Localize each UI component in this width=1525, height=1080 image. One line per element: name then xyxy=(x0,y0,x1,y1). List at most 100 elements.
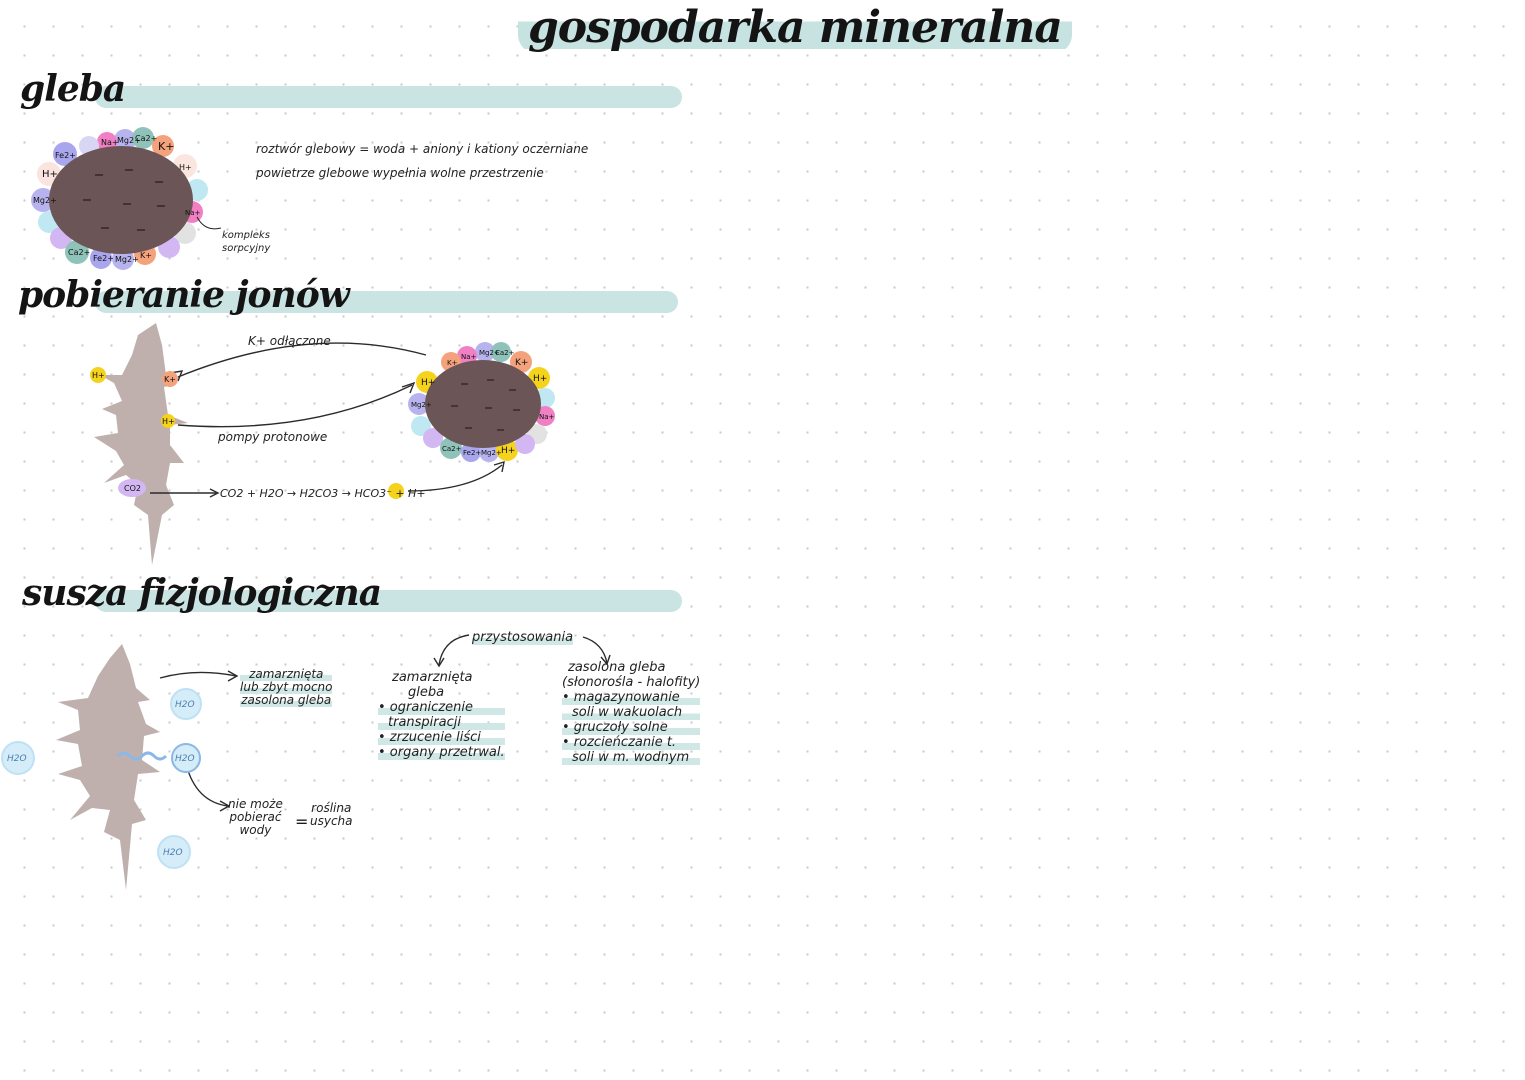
h2o-label: H2O xyxy=(163,848,183,858)
root-illustration-1 xyxy=(94,323,188,565)
h2o-icon xyxy=(171,743,201,773)
negative-charges-2 xyxy=(451,379,520,431)
ion-mg-left xyxy=(31,188,55,212)
soil-particle-1 xyxy=(49,146,193,254)
frozen-soil-note: zamarznięta lub zbyt mocno zasolona gleb… xyxy=(240,668,333,707)
ion-label: Mg2+ xyxy=(115,255,139,264)
drought-diagram: H2O H2O H2O H2O xyxy=(1,644,239,890)
ion-label: Fe2+ xyxy=(463,449,481,457)
page-title: gospodarka mineralna xyxy=(518,2,1072,53)
arrow-to-salty-soil xyxy=(582,636,608,664)
salty-list-item: • gruczoły solne xyxy=(562,720,701,735)
sorption-complex-diagram-2: K+ Na+ Mg2+ Ca2+ K+ H+ H+ Mg2+ Na+ Ca2+ … xyxy=(408,342,555,462)
ion-label: Fe2+ xyxy=(55,151,76,160)
ion-label: Na+ xyxy=(539,413,555,421)
adaptations-title: przystosowania xyxy=(472,630,574,645)
h2o-icon xyxy=(1,741,35,775)
ion-label: Na+ xyxy=(185,209,201,217)
salty-soil-title: zasolona gleba xyxy=(568,660,666,675)
ion-label: H+ xyxy=(92,371,105,380)
arrow-proton-pump xyxy=(177,384,413,428)
ion-label: Ca2+ xyxy=(495,349,515,357)
frozen-list-item: • ograniczenie xyxy=(378,700,505,715)
water-molecules xyxy=(1,688,202,869)
sorption-complex-diagram-1: Na+ Mg2+ Ca2+ K+ H+ Na+ Fe2+ H+ Mg2+ Ca2… xyxy=(31,127,222,270)
ion-label: K+ xyxy=(140,251,152,260)
ion-label: H+ xyxy=(42,169,58,180)
ion-labels-1: Na+ Mg2+ Ca2+ K+ H+ Na+ Fe2+ H+ Mg2+ Ca2… xyxy=(33,134,201,264)
frozen-list-item: • zrzucenie liści xyxy=(378,730,505,745)
frozen-soil-title: gleba xyxy=(408,685,445,700)
ion-label: H+ xyxy=(162,417,175,426)
arrow-to-frozen xyxy=(159,671,237,679)
plant-dries-note: roślina usycha xyxy=(310,802,353,828)
salty-list-item: • rozcieńczanie t. xyxy=(562,735,701,750)
root-h-ion xyxy=(90,367,106,383)
soil-particle-2 xyxy=(425,360,541,448)
root-illustration-2 xyxy=(56,644,160,890)
ion-label: Fe2+ xyxy=(93,254,114,263)
negative-charges-1 xyxy=(83,169,165,231)
arrowhead-co2 xyxy=(209,488,220,498)
root-h-ion-2 xyxy=(161,414,175,428)
water-flow-wave xyxy=(116,751,168,761)
k-released-label: K+ odłączone xyxy=(248,334,331,348)
ion-label: K+ xyxy=(164,375,176,384)
salty-soil-column: zasolona gleba (słonorośla - halofity) •… xyxy=(562,660,701,765)
ion-label: K+ xyxy=(515,358,528,368)
complex-label-line2: sorpcyjny xyxy=(222,243,271,254)
salty-soil-title: (słonorośla - halofity) xyxy=(562,675,701,690)
arrowhead-pump xyxy=(401,381,416,394)
arrow-k-released xyxy=(177,342,427,378)
ion-label: Mg2+ xyxy=(411,401,432,409)
salty-list-item: soli w m. wodnym xyxy=(562,750,701,765)
arrowhead-cannot xyxy=(219,800,231,812)
section-bar-pobieranie xyxy=(95,291,678,313)
ion-fe xyxy=(53,142,77,166)
ion-label: K+ xyxy=(447,359,458,367)
ion-uptake-diagram: H+ K+ H+ CO2 CO2 + H2O → H2CO3 → HCO3⁻ +… xyxy=(90,323,505,565)
h2o-label: H2O xyxy=(7,754,27,764)
ion-labels-2: K+ Na+ Mg2+ Ca2+ K+ H+ H+ Mg2+ Na+ Ca2+ … xyxy=(411,349,555,457)
plant-dries-line: roślina xyxy=(311,801,352,815)
root-co2-bubble xyxy=(118,479,146,497)
frozen-note-line: lub zbyt mocno xyxy=(240,680,333,694)
reaction-text: CO2 + H2O → H2CO3 → HCO3⁻ + H+ xyxy=(220,487,426,500)
ion-label: Mg2+ xyxy=(479,349,500,357)
frozen-list-item: transpiracji xyxy=(378,715,505,730)
adaptations-title-text: przystosowania xyxy=(472,630,574,645)
complex-pointer-line xyxy=(196,216,222,230)
ion-label: H+ xyxy=(179,163,192,172)
drought-arrows xyxy=(159,670,239,812)
ion-label: Na+ xyxy=(101,138,119,147)
cannot-line: wody xyxy=(239,823,272,837)
cannot-absorb-note: nie może pobierać wody xyxy=(228,798,283,837)
ion-label: Ca2+ xyxy=(135,134,157,143)
ion-label: Na+ xyxy=(461,353,477,361)
ion-label: Ca2+ xyxy=(68,248,90,257)
cannot-line: pobierać xyxy=(229,810,282,824)
h2o-icon xyxy=(170,688,202,720)
arrowhead-frozen xyxy=(227,670,239,682)
salty-list-item: • magazynowanie xyxy=(562,690,701,705)
reaction-h-ion xyxy=(388,483,404,499)
ion-label: H+ xyxy=(421,378,435,388)
ion-ca-bottom xyxy=(65,240,89,264)
cannot-line: nie może xyxy=(228,797,283,811)
h2o-label: H2O xyxy=(175,700,195,710)
h2o-icon xyxy=(157,835,191,869)
ion-ca xyxy=(132,127,154,149)
ion-label: H+ xyxy=(533,374,547,384)
ion-label: Mg2+ xyxy=(33,196,57,205)
ion-k xyxy=(152,135,174,157)
salty-list-item: soli w wakuolach xyxy=(562,705,701,720)
soil-air-text: powietrze glebowe wypełnia wolne przestr… xyxy=(256,166,544,180)
arrowhead-left xyxy=(433,657,445,668)
section-bar-gleba xyxy=(95,86,682,108)
arrowhead-h xyxy=(493,460,505,473)
soil-solution-text: roztwór glebowy = woda + aniony i kation… xyxy=(256,142,589,156)
h2o-labels: H2O H2O H2O H2O xyxy=(7,700,195,858)
adaptations-arrows xyxy=(433,634,611,668)
frozen-soil-column: zamarznięta gleba • ograniczenie transpi… xyxy=(378,670,505,760)
complex-label-line1: kompleks xyxy=(222,230,270,241)
